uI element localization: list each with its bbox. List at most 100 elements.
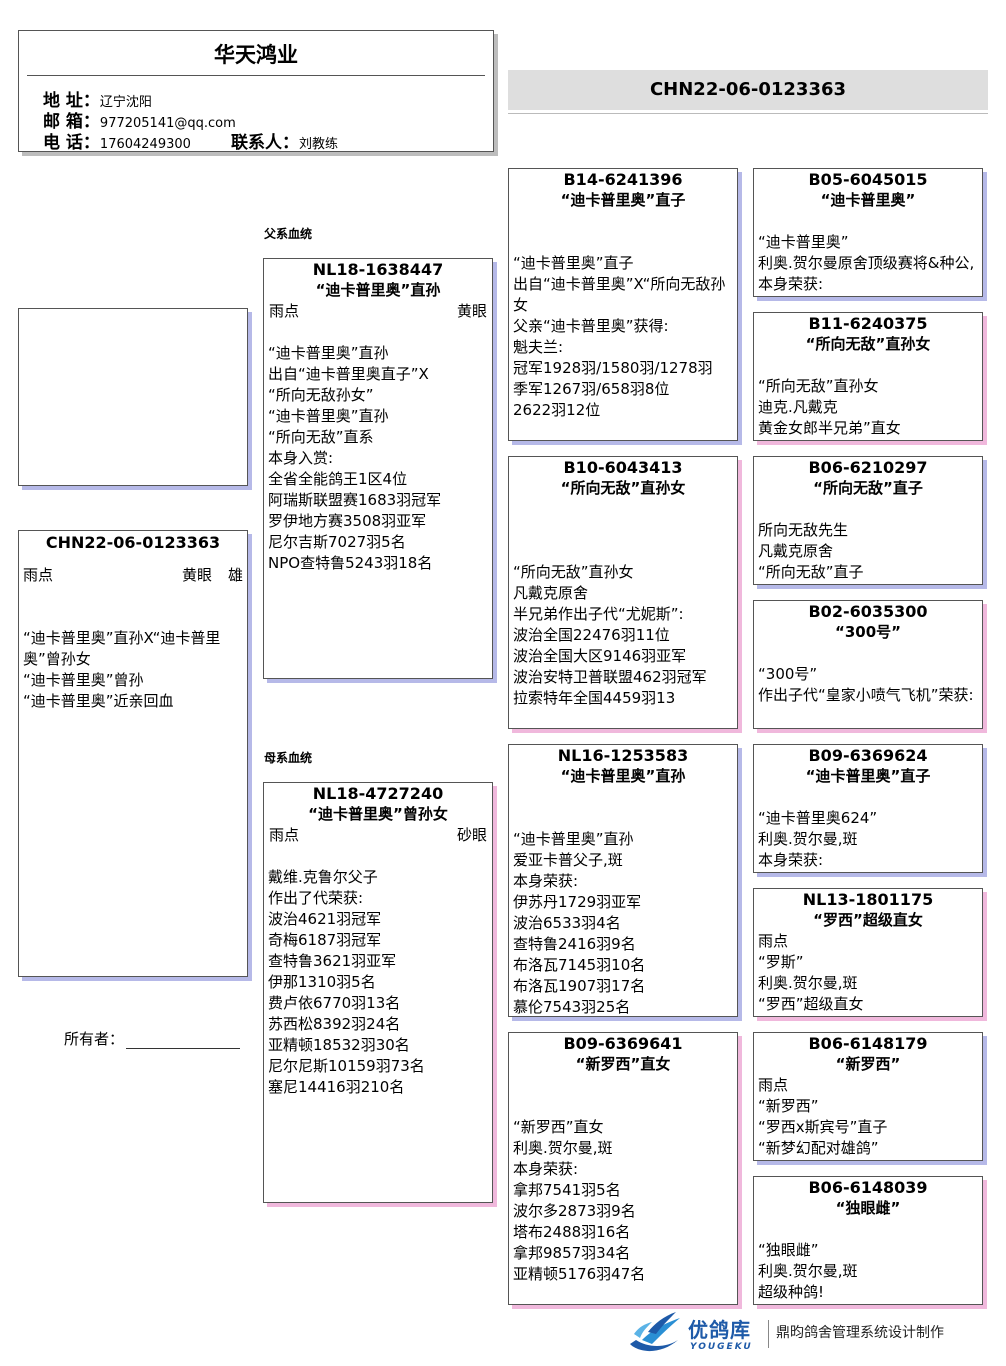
ancestor-desc-line: “新梦幻配对雄鸽” — [758, 1139, 879, 1157]
ancestor-description: 所向无敌先生凡戴克原舍“所向无敌”直子 — [754, 499, 982, 583]
email-value: 977205141@qq.com — [99, 116, 236, 131]
ancestor-desc-line: “新罗西”直女 — [513, 1118, 604, 1136]
ancestor-desc-line — [758, 1219, 978, 1240]
subject-ring-number: CHN22-06-0123363 — [45, 533, 221, 552]
subject-desc-line: “迪卡普里奥”直孙X“迪卡普里奥”曾孙女 — [23, 629, 221, 668]
ancestor-desc-line: 布洛瓦1907羽17名 — [513, 977, 646, 995]
ancestor-desc-line: 半兄弟作出子代“尤妮斯”: — [513, 605, 684, 623]
dam-desc-line: 亚精顿18532羽30名 — [268, 1036, 410, 1054]
ring-number-bar: CHN22-06-0123363 — [508, 70, 988, 110]
dam-desc-line: 费卢依6770羽13名 — [268, 994, 401, 1012]
ancestor-desc-line: “独眼雌” — [758, 1241, 819, 1259]
address-value: 辽宁沈阳 — [99, 95, 152, 110]
ancestor-description: “迪卡普里奥624”利奥.贺尔曼,斑本身荣获: — [754, 787, 982, 871]
ancestor-desc-line — [513, 787, 733, 808]
ancestor-desc-line: “所向无敌”直孙女 — [513, 563, 634, 581]
gen4-ancestor-card: B11-6240375“所向无敌”直孙女 “所向无敌”直孙女迪克.凡戴克黄金女郎… — [753, 312, 983, 441]
sire-eye: 黄眼 — [456, 302, 487, 320]
ancestor-desc-line — [513, 808, 733, 829]
ancestor-desc-line: 塔布2488羽16名 — [513, 1223, 631, 1241]
ancestor-desc-line: “罗斯” — [758, 953, 804, 971]
sire-ring-number: NL18-1638447 — [312, 260, 444, 279]
ancestor-desc-line: 利奥.贺尔曼,斑 — [758, 1262, 858, 1280]
ancestor-desc-line: “迪卡普里奥” — [758, 233, 849, 251]
ancestor-name: “独眼雌” — [835, 1199, 901, 1217]
footer-brand: 优鸽库 YOUGEKU 鼎昀鸽舍管理系统设计制作 — [622, 1310, 992, 1360]
gen4-ancestor-card: B05-6045015“迪卡普里奥” “迪卡普里奥”利奥.贺尔曼原舍顶级赛将&种… — [753, 168, 983, 297]
contact-line: 联系人：刘教练 — [231, 128, 339, 152]
phone-value: 17604249300 — [99, 137, 191, 152]
ancestor-desc-line: 查特鲁2416羽9名 — [513, 935, 636, 953]
ancestor-desc-line: “罗西x斯宾号”直子 — [758, 1118, 888, 1136]
ancestor-desc-line — [758, 787, 978, 808]
sire-color: 雨点 — [269, 302, 300, 320]
ancestor-name: “所向无敌”直孙女 — [560, 479, 686, 497]
ancestor-desc-line — [758, 499, 978, 520]
ancestor-description: “新罗西”直女利奥.贺尔曼,斑本身荣获:拿邦7541羽5名波尔多2873羽9名塔… — [509, 1075, 737, 1285]
ancestor-desc-line: 利奥.贺尔曼,斑 — [758, 974, 858, 992]
ancestor-desc-line: 慕伦7543羽25名 — [513, 998, 631, 1016]
ancestor-name: “罗西”超级直女 — [813, 911, 923, 929]
sire-desc-line: 尼尔吉斯7027羽5名 — [268, 533, 406, 551]
ancestor-name: “迪卡普里奥” — [820, 191, 916, 209]
address-line: 地 址：辽宁沈阳 — [43, 86, 152, 111]
dam-desc-line: 作出了代荣获: — [268, 889, 364, 907]
ancestor-desc-line: 超级种鸽! — [758, 1283, 825, 1301]
gen4-ancestor-card: B06-6210297“所向无敌”直子 所向无敌先生凡戴克原舍“所向无敌”直子 — [753, 456, 983, 585]
ancestor-description: “所向无敌”直孙女凡戴克原舍半兄弟作出子代“尤妮斯”:波治全国22476羽11位… — [509, 499, 737, 709]
subject-color: 雨点 — [23, 566, 54, 584]
contact-value: 刘教练 — [299, 137, 339, 152]
ancestor-desc-line — [513, 211, 733, 232]
sire-desc-line: “所向无敌”直系 — [268, 428, 374, 446]
subject-sex: 雄 — [227, 566, 243, 584]
loft-name: 华天鸿业 — [214, 43, 298, 67]
ancestor-desc-line: 季军1267羽/658羽8位 — [513, 380, 670, 398]
phone-line: 电 话：17604249300 — [43, 128, 191, 152]
gen4-ancestor-card: B02-6035300“300号” “300号”作出子代“皇家小喷气飞机”荣获: — [753, 600, 983, 729]
sire-line-label: 父系血统 — [264, 227, 313, 241]
dam-desc-line: 奇梅6187羽冠军 — [268, 931, 382, 949]
ancestor-ring-number: B09-6369624 — [808, 746, 928, 765]
ancestor-desc-line: 冠军1928羽/1580羽/1278羽 — [513, 359, 713, 377]
ancestor-ring-number: NL13-1801175 — [802, 890, 934, 909]
sire-desc-line: 本身入赏: — [268, 449, 334, 467]
ancestor-description: “迪卡普里奥”直孙爱亚卡普父子,斑本身荣获:伊苏丹1729羽亚军波治6533羽4… — [509, 787, 737, 1016]
ancestor-name: “迪卡普里奥”直孙 — [560, 767, 686, 785]
ancestor-desc-line: 伊苏丹1729羽亚军 — [513, 893, 642, 911]
sire-traits: 雨点 黄眼 — [264, 301, 492, 322]
sire-desc-line — [268, 322, 488, 343]
sire-name: “迪卡普里奥”直孙 — [315, 281, 441, 299]
phone-label: 电 话： — [43, 133, 100, 152]
ancestor-description: 雨点“新罗西”“罗西x斯宾号”直子“新梦幻配对雄鸽” — [754, 1075, 982, 1159]
ancestor-ring-number: B05-6045015 — [808, 170, 928, 189]
ancestor-desc-line: 凡戴克原舍 — [758, 542, 834, 560]
dam-description: 戴维.克鲁尔父子作出了代荣获:波治4621羽冠军奇梅6187羽冠军查特鲁3621… — [264, 846, 492, 1098]
ring-number-underline — [508, 113, 988, 114]
ancestor-name: “所向无敌”直孙女 — [805, 335, 931, 353]
ancestor-desc-line: “所向无敌”直孙女 — [758, 377, 879, 395]
ancestor-desc-line: “300号” — [758, 665, 818, 683]
ancestor-desc-line: 利奥.贺尔曼,斑 — [758, 830, 858, 848]
ancestor-desc-line: 爱亚卡普父子,斑 — [513, 851, 623, 869]
subject-eye: 黄眼 — [181, 566, 212, 584]
gen3-ancestor-card: B14-6241396“迪卡普里奥”直子 “迪卡普里奥”直子出自“迪卡普里奥”X… — [508, 168, 738, 441]
ancestor-desc-line: 出自“迪卡普里奥”X“所向无敌孙女 — [513, 275, 726, 314]
loft-header: 华天鸿业 地 址：辽宁沈阳 邮 箱：977205141@qq.com 电 话：1… — [18, 30, 494, 152]
ancestor-name: “新罗西” — [835, 1055, 901, 1073]
dam-desc-line: 戴维.克鲁尔父子 — [268, 868, 378, 886]
ancestor-desc-line — [513, 541, 733, 562]
dam-color: 雨点 — [269, 826, 300, 844]
sire-desc-line: 出自“迪卡普里奥直子”X — [268, 365, 429, 383]
ancestor-ring-number: B06-6210297 — [808, 458, 928, 477]
ancestor-description: “迪卡普里奥”直子出自“迪卡普里奥”X“所向无敌孙女父亲“迪卡普里奥”获得:魁夫… — [509, 211, 737, 421]
sire-desc-line: 罗伊地方赛3508羽亚军 — [268, 512, 427, 530]
dam-traits: 雨点 砂眼 — [264, 825, 492, 846]
ancestor-description: 雨点“罗斯”利奥.贺尔曼,斑“罗西”超级直女 — [754, 931, 982, 1015]
ancestor-desc-line: 迪克.凡戴克 — [758, 398, 838, 416]
ancestor-desc-line: 利奥.贺尔曼,斑 — [513, 1139, 613, 1157]
maker-credit: 鼎昀鸽舍管理系统设计制作 — [776, 1325, 944, 1341]
dam-desc-line: 伊那1310羽5名 — [268, 973, 376, 991]
ancestor-desc-line: 作出子代“皇家小喷气飞机”荣获: — [758, 686, 974, 704]
pigeon-photo-frame — [18, 308, 248, 486]
yougeku-logo-icon — [630, 1312, 680, 1352]
